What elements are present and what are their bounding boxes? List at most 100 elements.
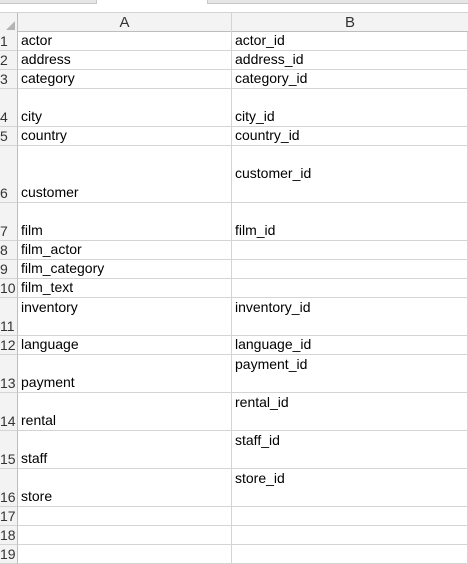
cell-b[interactable]: staff_id — [232, 431, 468, 469]
cell-b[interactable]: store_id — [232, 469, 468, 507]
cell-b[interactable]: film_id — [232, 203, 468, 241]
cell-b[interactable] — [232, 260, 468, 279]
cell-text: film_actor — [21, 241, 82, 257]
cell-b[interactable]: language_id — [232, 336, 468, 355]
row-number: 10 — [0, 280, 16, 296]
column-header-a[interactable]: A — [18, 13, 232, 32]
cell-a[interactable]: film — [18, 203, 232, 241]
cell-a[interactable]: language — [18, 336, 232, 355]
row-header[interactable]: 8 — [0, 241, 18, 260]
row-number: 16 — [0, 489, 16, 505]
cell-a[interactable]: film_actor — [18, 241, 232, 260]
row-header[interactable]: 5 — [0, 127, 18, 146]
row-header[interactable]: 7 — [0, 203, 18, 241]
cell-text: inventory_id — [235, 299, 311, 315]
cell-b[interactable] — [232, 279, 468, 298]
cell-b[interactable]: actor_id — [232, 32, 468, 51]
row-header[interactable]: 2 — [0, 51, 18, 70]
row-header[interactable]: 15 — [0, 431, 18, 469]
row-header[interactable]: 6 — [0, 146, 18, 203]
table-row: 11 inventory inventory_id — [0, 298, 468, 336]
cell-text: country_id — [235, 127, 300, 143]
table-row: 16 store store_id — [0, 469, 468, 507]
row-number: 13 — [0, 375, 16, 391]
table-row: 14 rental rental_id — [0, 393, 468, 431]
cell-text: address_id — [235, 51, 304, 67]
cell-a[interactable]: staff — [18, 431, 232, 469]
cell-text: film_id — [235, 222, 276, 238]
cell-b[interactable]: city_id — [232, 89, 468, 127]
row-header[interactable]: 17 — [0, 507, 18, 526]
row-header[interactable]: 16 — [0, 469, 18, 507]
cell-text: address — [21, 51, 71, 67]
cell-b[interactable] — [232, 545, 468, 564]
cell-text: rental — [21, 412, 57, 428]
row-header[interactable]: 10 — [0, 279, 18, 298]
cell-b[interactable] — [232, 507, 468, 526]
cell-text: country — [21, 127, 67, 143]
row-number: 4 — [0, 109, 8, 125]
table-row: 17 — [0, 507, 468, 526]
row-header[interactable]: 4 — [0, 89, 18, 127]
cell-a[interactable] — [18, 526, 232, 545]
row-number: 19 — [0, 546, 16, 562]
cell-a[interactable]: actor — [18, 32, 232, 51]
cell-b[interactable]: category_id — [232, 70, 468, 89]
cell-a[interactable]: customer — [18, 146, 232, 203]
cell-b[interactable]: inventory_id — [232, 298, 468, 336]
row-header[interactable]: 19 — [0, 545, 18, 564]
select-all-triangle-icon — [6, 21, 15, 30]
active-tab[interactable] — [96, 0, 208, 4]
cell-text: category_id — [235, 70, 308, 86]
cell-a[interactable]: payment — [18, 355, 232, 393]
cell-text: category — [21, 70, 75, 86]
cell-b[interactable]: address_id — [232, 51, 468, 70]
cell-a[interactable] — [18, 545, 232, 564]
column-header-b[interactable]: B — [344, 14, 355, 31]
cell-b[interactable]: rental_id — [232, 393, 468, 431]
cell-text: staff_id — [235, 432, 280, 448]
cell-a[interactable]: film_category — [18, 260, 232, 279]
row-number: 1 — [0, 33, 8, 49]
select-all-button[interactable] — [0, 13, 18, 32]
row-number: 11 — [0, 318, 15, 334]
cell-a[interactable]: rental — [18, 393, 232, 431]
cell-b[interactable]: customer_id — [232, 146, 468, 203]
row-header[interactable]: 12 — [0, 336, 18, 355]
row-header[interactable]: 3 — [0, 70, 18, 89]
cell-text: city_id — [235, 108, 275, 124]
cell-text: actor_id — [235, 32, 285, 48]
cell-a[interactable]: film_text — [18, 279, 232, 298]
row-number: 15 — [0, 451, 16, 467]
cell-text: actor — [21, 32, 53, 48]
cell-a[interactable]: inventory — [18, 298, 232, 336]
row-header[interactable]: 13 — [0, 355, 18, 393]
cell-b[interactable]: payment_id — [232, 355, 468, 393]
cell-a[interactable]: country — [18, 127, 232, 146]
row-number: 17 — [0, 508, 16, 524]
table-row: 19 — [0, 545, 468, 564]
cell-b[interactable] — [232, 241, 468, 260]
cell-b[interactable] — [232, 526, 468, 545]
cell-text: inventory — [21, 299, 78, 315]
cell-a[interactable]: category — [18, 70, 232, 89]
row-header[interactable]: 9 — [0, 260, 18, 279]
row-header[interactable]: 18 — [0, 526, 18, 545]
row-header[interactable]: 1 — [0, 32, 18, 51]
cell-b[interactable]: country_id — [232, 127, 468, 146]
cell-text: store — [21, 488, 53, 504]
cell-a[interactable] — [18, 507, 232, 526]
row-header[interactable]: 14 — [0, 393, 18, 431]
cell-a[interactable]: city — [18, 89, 232, 127]
cell-text: film — [21, 222, 43, 238]
cell-a[interactable]: store — [18, 469, 232, 507]
row-number: 18 — [0, 527, 16, 543]
row-number: 14 — [0, 413, 16, 429]
cell-a[interactable]: address — [18, 51, 232, 70]
row-header[interactable]: 11 — [0, 298, 18, 336]
cell-text: customer — [21, 184, 79, 200]
